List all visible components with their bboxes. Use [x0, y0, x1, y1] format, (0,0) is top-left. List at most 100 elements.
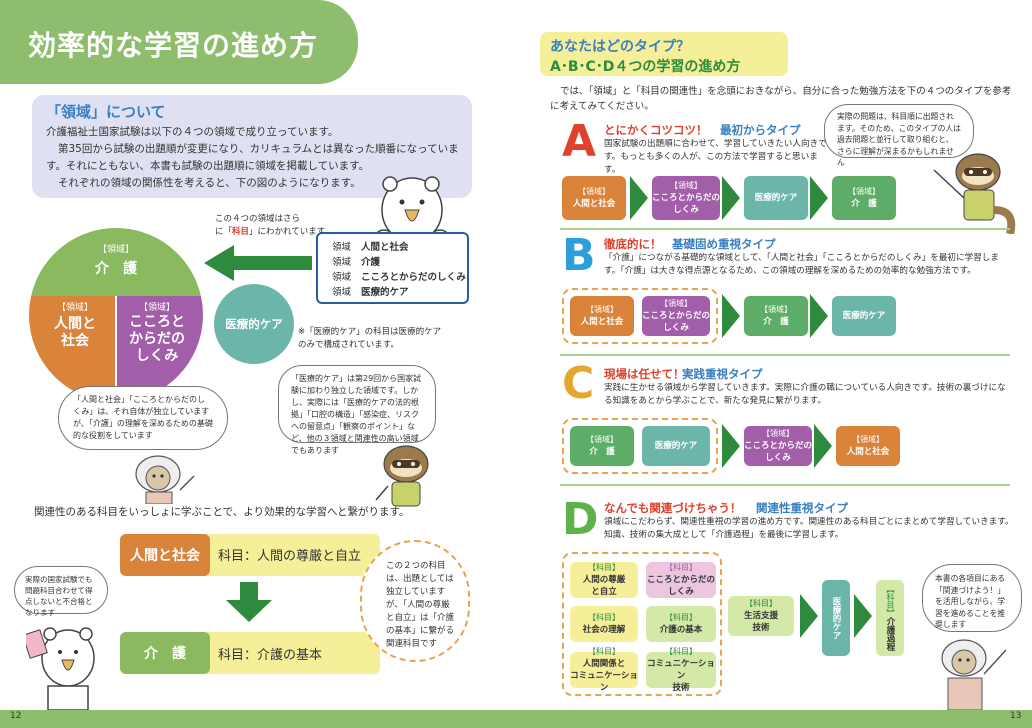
box-name: 人間の尊厳 と自立 — [582, 575, 626, 597]
domain-prefix: 領域 — [332, 272, 352, 283]
box-name: 人間関係と コミュニケーション — [570, 659, 638, 693]
box-name: 医療的ケア — [831, 596, 841, 640]
question-band — [540, 32, 788, 76]
page-header-band — [0, 0, 358, 84]
info-line: 介護福祉士国家試験は以下の４つの領域で成り立っています。 — [46, 126, 339, 138]
split-note-line: に「科目」にわかれています。 — [215, 226, 333, 239]
box-name: 医療的ケア — [654, 441, 698, 451]
dashed-group — [562, 418, 718, 474]
raccoon-mascot-icon — [933, 153, 1016, 234]
flow-box: 医療的ケア — [642, 426, 710, 466]
domain-name: こころとからだのしくみ — [361, 272, 466, 283]
domain-name: 介護 — [361, 257, 381, 268]
box-small: 【領域】 — [660, 299, 692, 308]
sheep-mascot-icon — [941, 639, 1007, 710]
chevron-right-icon — [854, 594, 872, 638]
chevron-right-icon — [810, 294, 828, 338]
box-small: 【科目】 — [664, 613, 697, 622]
left-arrow-body — [232, 256, 312, 270]
type-letter-b: B — [562, 230, 596, 281]
chevron-right-icon — [800, 594, 818, 638]
type-letter-a: A — [562, 116, 597, 167]
flow-box: 医療的ケア — [822, 580, 850, 656]
box-small: 【領域】 — [762, 429, 794, 438]
domain-name: 医療的ケア — [361, 287, 409, 298]
box-name: こころとからだの しくみ — [652, 193, 721, 215]
domain-prefix: 領域 — [332, 257, 352, 268]
flow-box: 【科目】コミュニケーション 技術 — [646, 647, 716, 693]
type-a-desc: 国家試験の出題順に合わせて、学習していきたい人向きです。もっとも多くの人が、この… — [604, 139, 827, 175]
iryo-care-note: ※「医療的ケア」の科目は医療的ケアのみで構成されています。 — [298, 327, 442, 350]
split-note: この４つの領域はさら に「科目」にわかれています。 — [215, 213, 333, 239]
type-c-title-2: 実践重視タイプ — [682, 367, 763, 381]
pie-right-small: 【領域】 — [138, 303, 175, 313]
box-name: 医療的ケア — [842, 311, 886, 321]
type-d-title-2: 関連性重視タイプ — [756, 501, 848, 515]
flow-box: 【科目】生活支援 技術 — [728, 596, 794, 636]
flow-box: 【科目】介護過程 — [876, 580, 904, 656]
box-name: 介護過程 — [885, 617, 895, 651]
split-note-red: 科目 — [232, 227, 250, 237]
chevron-right-icon — [814, 424, 832, 468]
type-a-title-2: 最初からタイプ — [720, 123, 801, 137]
flow-box: 【領域】介 護 — [570, 426, 634, 466]
raccoon-mascot-icon — [375, 445, 429, 507]
divider — [560, 484, 1010, 486]
page-number-right: 13 — [1010, 711, 1022, 721]
flow-box: 【領域】人間と社会 — [836, 426, 900, 466]
pie-segment-kokoro — [117, 296, 203, 402]
box-small: 【領域】 — [585, 305, 618, 314]
flow-box: 【科目】人間関係と コミュニケーション — [570, 647, 638, 693]
down-arrow-icon — [226, 582, 272, 622]
relation-text: 関連性のある科目をいっしょに学ぶことで、より効果的な学習へと繋がります。 — [34, 506, 410, 518]
row2-subject: 科目：介護の基本 — [218, 648, 323, 663]
type-b-desc: 「介護」につながる基礎的な領域として、「人間と社会」「こころとからだのしくみ」を… — [604, 253, 999, 276]
domain-list-item: 領域医療的ケア — [332, 285, 467, 300]
chevron-right-icon — [722, 176, 740, 220]
box-small: 【領域】 — [577, 187, 610, 196]
left-arrow-icon — [204, 245, 234, 281]
flow-box: 【科目】介護の基本 — [646, 606, 716, 642]
box-small: 【科目】 — [588, 647, 620, 656]
type-b-title-1: 徹底的に！ — [604, 237, 662, 251]
box-small: 【領域】 — [586, 435, 618, 444]
box-name: 生活支援 技術 — [743, 611, 778, 633]
pie-top-label: 介 護 — [95, 261, 137, 277]
box-small: 【領域】 — [848, 187, 880, 196]
type-b-title-2: 基礎固め重視タイプ — [672, 237, 776, 251]
row1-label: 人間と社会 — [120, 534, 210, 576]
question-line-2: A･B･C･D４つの学習の進め方 — [550, 59, 741, 75]
box-name: コミュニケーション 技術 — [647, 659, 715, 693]
pie-right-label: こころと からだの しくみ — [129, 314, 185, 364]
box-name: 介 護 — [851, 199, 877, 209]
dashed-group — [562, 288, 718, 344]
chevron-right-icon — [722, 294, 740, 338]
type-d-desc: 領域にこだわらず、関連性重視の学習の進め方です。関連性のある科目ごとにまとめて学… — [604, 517, 1014, 540]
box-name: 社会の理解 — [582, 625, 626, 635]
domain-list-item: 領域介護 — [332, 255, 467, 270]
speech-bubble: 本書の各項目にある「関連づけよう！」を活用しながら、学習を進めることを推奨します — [922, 564, 1022, 632]
pie-top-small: 【領域】 — [97, 245, 134, 255]
flow-box: 【科目】社会の理解 — [570, 606, 638, 642]
box-name: 人間と社会 — [572, 199, 616, 209]
page-number-left: 12 — [10, 711, 22, 721]
box-name: 介護の基本 — [659, 625, 703, 635]
info-heading: 「領域」について — [46, 103, 166, 121]
domain-name: 人間と社会 — [361, 242, 409, 253]
chevron-right-icon — [630, 176, 648, 220]
pie-left-small: 【領域】 — [56, 303, 93, 313]
flow-box: 【領域】人間と社会 — [570, 296, 634, 336]
intro-text: では、「領域」と「科目の関連性」を念頭におきながら、自分に合った勉強方法を下の４… — [550, 86, 1012, 112]
split-note-line: この４つの領域はさら — [215, 214, 301, 224]
domain-prefix: 領域 — [332, 287, 352, 298]
split-note-pre: に「 — [215, 227, 233, 237]
dashed-speech-bubble: この２つの科目は、出題としては独立していますが、「人間の尊厳と自立」は「介護の基… — [360, 540, 470, 662]
speech-bubble: 「人間と社会」「こころとからだのしくみ」は、それ自体が独立していますが、「介護」… — [58, 386, 228, 450]
box-small: 【領域】 — [670, 181, 702, 190]
sheep-mascot-icon — [135, 455, 195, 504]
flow-box: 【領域】こころとからだの しくみ — [744, 426, 812, 466]
box-small: 【科目】 — [886, 585, 895, 617]
box-name: 介 護 — [763, 317, 789, 327]
box-name: 医療的ケア — [754, 193, 798, 203]
box-name: こころとからだの しくみ — [744, 441, 813, 463]
